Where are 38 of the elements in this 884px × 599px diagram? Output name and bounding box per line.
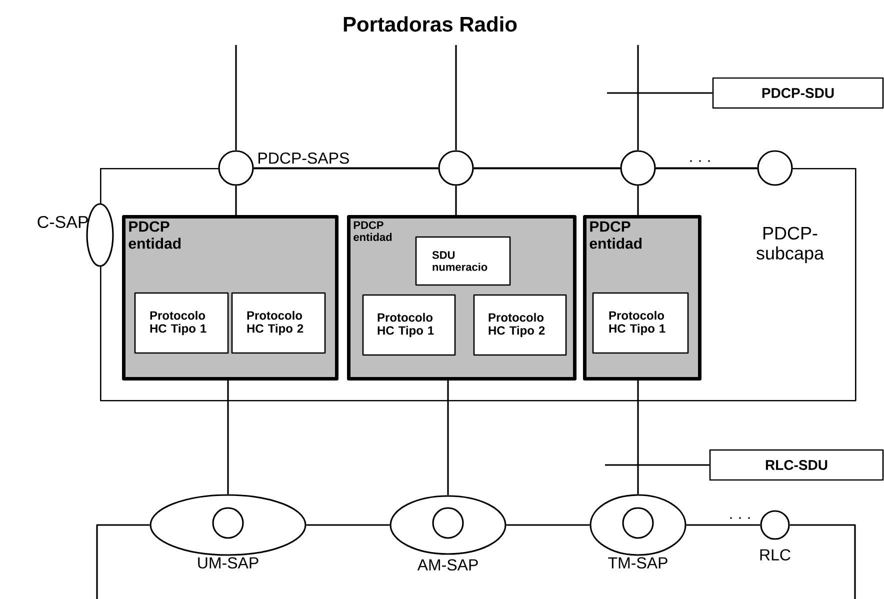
connector: [235, 186, 237, 215]
connector: [447, 380, 449, 496]
connector: [637, 380, 639, 494]
function-box: Protocolo HC Tipo 2: [473, 294, 567, 356]
sap-label: AM-SAP: [417, 559, 478, 571]
connector: [306, 524, 390, 526]
sap-circle: [432, 507, 464, 539]
connector: [686, 524, 760, 526]
connector: [235, 45, 237, 150]
function-box: Protocolo HC Tipo 2: [231, 292, 326, 354]
connector: [474, 167, 620, 169]
sap-circle: [212, 507, 244, 539]
label-box: RLC-SDU: [709, 449, 884, 481]
sap-circle: [757, 150, 793, 186]
sap-label: PDCP-SAPS: [258, 152, 349, 164]
function-box: SDU numeracio: [415, 236, 511, 286]
connector: [607, 92, 712, 94]
sap-label: C-SAP: [38, 216, 88, 228]
title: Portadoras Radio: [344, 16, 517, 32]
function-box: Protocolo HC Tipo 1: [592, 292, 689, 354]
connector: [227, 380, 229, 494]
connector: [656, 167, 758, 169]
sap-label: TM-SAP: [608, 557, 668, 569]
connector: [637, 186, 639, 215]
label-box: PDCP-SDU: [712, 77, 884, 109]
connector: [605, 464, 710, 466]
connector: [254, 167, 438, 169]
function-box: Protocolo HC Tipo 1: [134, 292, 229, 354]
function-box: Protocolo HC Tipo 1: [362, 294, 456, 356]
connector: [455, 45, 457, 150]
connector: [506, 524, 590, 526]
sap-circle: [622, 507, 654, 539]
connector: [637, 45, 639, 150]
sap-label: RLC: [760, 549, 790, 561]
connector: [455, 186, 457, 215]
sap-circle: [438, 150, 474, 186]
sap-circle: [620, 150, 656, 186]
sap-label: UM-SAP: [198, 557, 258, 569]
